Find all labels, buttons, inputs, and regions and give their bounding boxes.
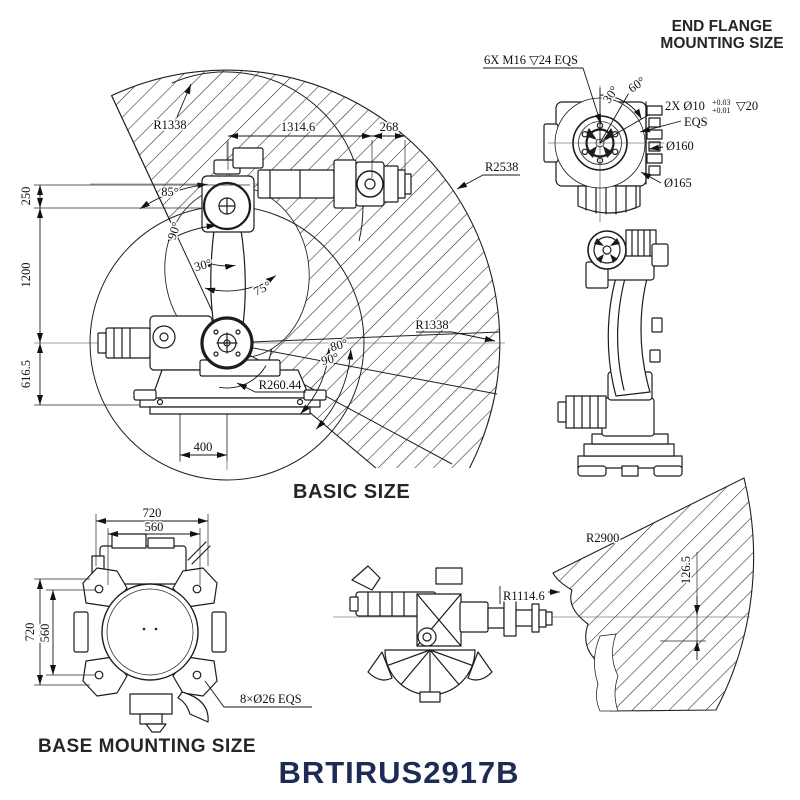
label-dim-shoulder-height: 616.5: [19, 360, 33, 388]
label-radius-min: R260.44: [259, 378, 302, 392]
base-dimensions: [34, 514, 312, 708]
label-angle-left: 90°: [165, 220, 184, 241]
robot-side-view: [557, 229, 683, 477]
label-dim-reach: 1314.6: [281, 120, 315, 134]
top-reach-view: R2900 R1114.6 126.5: [333, 477, 755, 712]
label-angle-front-inner: 90°: [320, 350, 341, 368]
basic-size-view: R1338 1314.6 268 R2538 85° 90° 250 1200 …: [18, 69, 520, 503]
front-limit-line-2: [226, 342, 498, 395]
label-dia-165: Ø165: [664, 176, 692, 190]
label-angle-front-outer: 80°: [329, 336, 350, 354]
end-flange-title-line1: END FLANGE: [672, 18, 773, 35]
model-title: BRTIRUS2917B: [278, 755, 519, 790]
label-reach-offset: 126.5: [679, 556, 693, 584]
label-reach-min: R1114.6: [503, 589, 545, 603]
reach-sector-break: [594, 633, 619, 712]
end-flange-art: [543, 85, 665, 223]
label-radius-top: R1338: [153, 118, 186, 132]
label-base-width-inner: 560: [145, 520, 164, 534]
label-pin-tol-upper: +0.03: [712, 98, 731, 107]
label-bolt-callout: 6X M16 ▽24 EQS: [484, 53, 578, 67]
label-base-width-outer: 720: [143, 506, 162, 520]
label-angle-rear: 85°: [161, 185, 179, 199]
robot-front-view: [97, 147, 412, 415]
robot-top-view: [349, 565, 553, 703]
label-pin-tol-lower: +0.01: [712, 106, 731, 115]
base-mounting-art: [73, 533, 227, 733]
label-radius-right: R1338: [415, 318, 448, 332]
end-flange-view: END FLANGE MOUNTING SIZE: [483, 18, 784, 223]
label-flange-angle-60: 60°: [626, 74, 648, 96]
label-dim-base-offset: 400: [194, 440, 213, 454]
label-base-hole-callout: 8×Ø26 EQS: [240, 692, 302, 706]
base-mounting-view: 720 560 720 560 8×Ø26 EQS BASE MOUNTING …: [22, 505, 312, 757]
label-pin-callout: 2X Ø10: [665, 99, 705, 113]
label-dia-160: Ø160: [666, 139, 694, 153]
end-flange-title-line2: MOUNTING SIZE: [660, 35, 783, 52]
label-base-height-outer: 720: [23, 623, 37, 642]
label-radius-outer: R2538: [485, 160, 518, 174]
reach-dimensions: [499, 552, 706, 660]
rear-limit-line: [111, 95, 228, 344]
label-dim-arm: 1200: [19, 263, 33, 288]
label-reach-max: R2900: [586, 531, 619, 545]
basic-angle-graphics: [139, 182, 354, 430]
end-flange-callout-lines: [483, 67, 682, 184]
base-mounting-title: BASE MOUNTING SIZE: [38, 736, 256, 757]
label-angle-tilt: 30°: [193, 256, 214, 274]
front-limit-line-1: [226, 331, 501, 344]
label-dim-offset-top: 250: [19, 187, 33, 206]
reach-sector-hatch: [552, 477, 755, 712]
basic-dimensions: [34, 83, 520, 461]
label-pin-eqs: EQS: [684, 115, 708, 129]
label-dim-flange: 268: [380, 120, 399, 134]
label-pin-depth: ▽20: [736, 99, 758, 113]
label-base-height-inner: 560: [38, 624, 52, 643]
basic-size-title: BASIC SIZE: [293, 481, 410, 503]
